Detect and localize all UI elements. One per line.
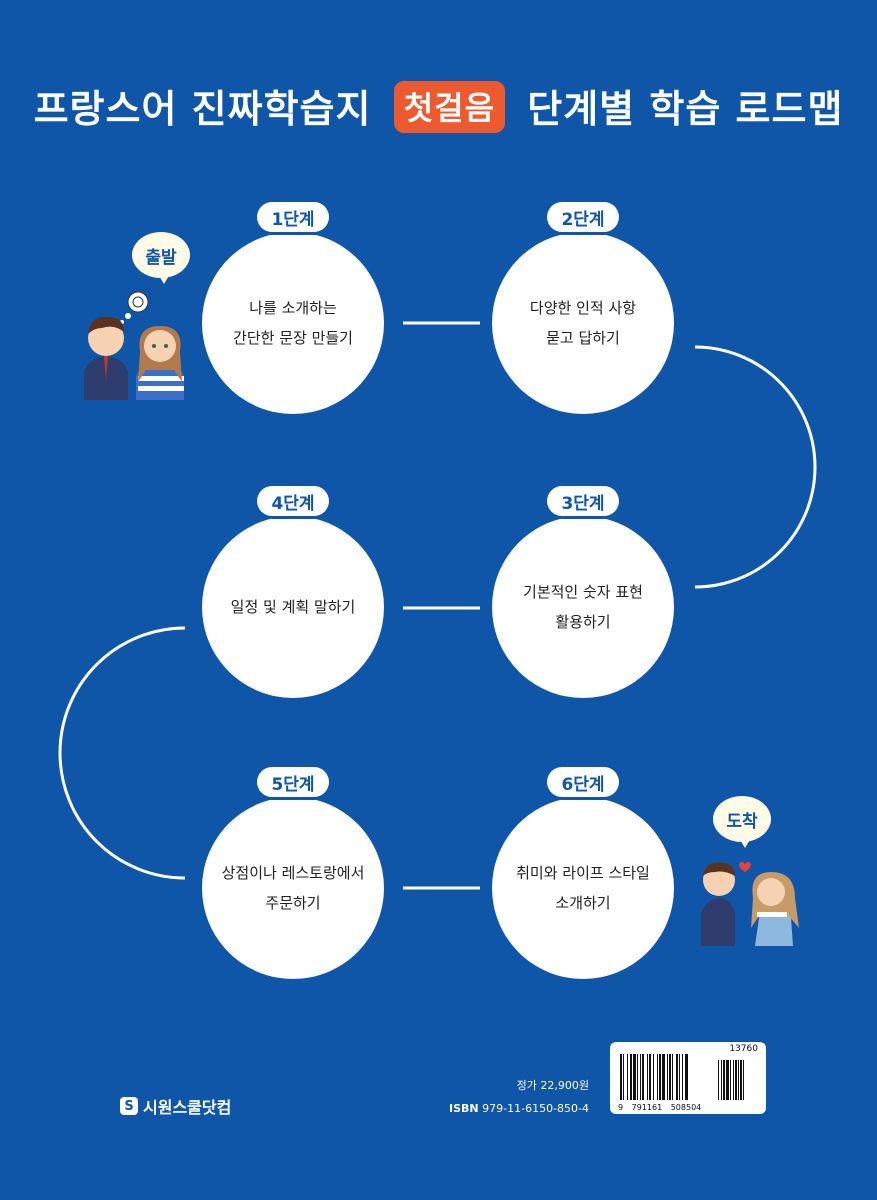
isbn-label: ISBN [449, 1102, 479, 1115]
barcode-addon-bar [721, 1060, 722, 1100]
barcode-bar [657, 1054, 658, 1100]
price-line: 정가 22,900원 [449, 1074, 589, 1097]
step-6-text: 취미와 라이프 스타일 소개하기 [516, 864, 650, 912]
isbn-barcode: 13760 9 791161 508504 [610, 1042, 766, 1114]
barcode-addon-number: 13760 [729, 1044, 758, 1054]
barcode-addon-bar [743, 1060, 744, 1100]
barcode-addon-bar [718, 1060, 719, 1100]
barcode-bar [642, 1054, 644, 1100]
barcode-bar [640, 1054, 641, 1100]
barcode-addon-bar [738, 1060, 739, 1100]
barcode-bar [633, 1054, 636, 1100]
barcode-bar [623, 1054, 624, 1100]
title-suffix: 단계별 학습 로드맵 [527, 87, 844, 131]
connector-4-5 [58, 626, 186, 880]
end-characters-illustration [701, 862, 799, 946]
step-2-text: 다양한 인적 사항 묻고 답하기 [529, 299, 637, 347]
step-1-text: 나를 소개하는 간단한 문장 만들기 [233, 299, 353, 347]
barcode-bar [685, 1054, 688, 1100]
step-3-circle: 기본적인 숫자 표현 활용하기 [492, 516, 674, 698]
publisher-mark-icon: S [120, 1097, 138, 1115]
barcode-bars [620, 1054, 744, 1100]
barcode-bar [637, 1054, 638, 1100]
barcode-digits: 9 791161 508504 [618, 1103, 702, 1112]
title-main: 프랑스어 진짜학습지 [33, 87, 372, 131]
barcode-bar [662, 1054, 665, 1100]
barcode-bar [676, 1054, 678, 1100]
step-4-text: 일정 및 계획 말하기 [230, 598, 356, 616]
page-title: 프랑스어 진짜학습지 첫걸음 단계별 학습 로드맵 [0, 78, 877, 133]
barcode-bar [620, 1054, 622, 1100]
barcode-addon-bar [735, 1060, 737, 1100]
step-2-circle: 다양한 인적 사항 묻고 답하기 [492, 232, 674, 414]
step-6-badge: 6단계 [547, 767, 619, 797]
barcode-bar [682, 1054, 683, 1100]
connector-2-3 [694, 345, 817, 589]
barcode-bar [649, 1054, 651, 1100]
end-bubble: 도착 [713, 796, 771, 848]
step-1-badge: 1단계 [257, 202, 329, 232]
barcode-addon-bar [730, 1060, 731, 1100]
barcode-bar [647, 1054, 648, 1100]
step-5-circle: 상점이나 레스토랑에서 주문하기 [202, 797, 384, 979]
step-1-circle: 나를 소개하는 간단한 문장 만들기 [202, 232, 384, 414]
price-value: 22,900원 [540, 1079, 589, 1092]
barcode-addon-bar [740, 1060, 742, 1100]
barcode-bar [672, 1054, 673, 1100]
step-4-badge: 4단계 [257, 486, 329, 516]
isbn-line: ISBN 979-11-6150-850-4 [449, 1097, 589, 1120]
isbn-value: 979-11-6150-850-4 [482, 1102, 589, 1115]
step-2-badge: 2단계 [547, 202, 619, 232]
publisher-name: 시원스쿨닷컴 [143, 1098, 232, 1117]
barcode-bar [667, 1054, 668, 1100]
barcode-bar [630, 1054, 632, 1100]
barcode-bar [679, 1054, 680, 1100]
barcode-bar [669, 1054, 671, 1100]
step-5-text: 상점이나 레스토랑에서 주문하기 [221, 864, 365, 912]
step-6-circle: 취미와 라이프 스타일 소개하기 [492, 797, 674, 979]
barcode-addon-bar [726, 1060, 729, 1100]
start-bubble: 출발 [132, 232, 190, 284]
barcode-bar [653, 1054, 654, 1100]
title-highlight: 첫걸음 [393, 81, 506, 133]
barcode-bar [627, 1054, 628, 1100]
step-4-circle: 일정 및 계획 말하기 [202, 516, 384, 698]
start-characters-illustration [84, 291, 184, 400]
barcode-bar [659, 1054, 661, 1100]
publisher-logo: S 시원스쿨닷컴 [120, 1094, 231, 1118]
step-3-text: 기본적인 숫자 표현 활용하기 [523, 583, 643, 631]
step-3-badge: 3단계 [547, 486, 619, 516]
barcode-addon-bar [733, 1060, 734, 1100]
price-block: 정가 22,900원 ISBN 979-11-6150-850-4 [449, 1074, 589, 1120]
price-label: 정가 [516, 1079, 537, 1092]
barcode-addon-bar [723, 1060, 725, 1100]
step-5-badge: 5단계 [257, 767, 329, 797]
